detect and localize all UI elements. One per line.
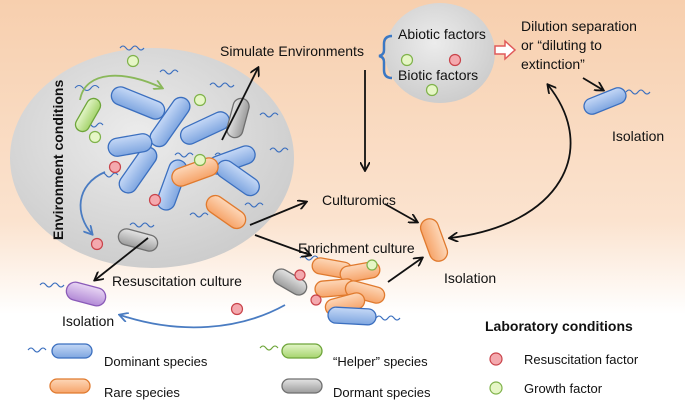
isolation-left-label: Isolation [62,313,115,329]
arrow-dilution-to-isolation [582,77,603,90]
isolation-mid-bacterium [419,218,449,262]
isolation-top-bacterium [583,87,651,115]
arrow-culturomics-to-isolation [384,203,417,222]
abiotic-factors-label: Abiotic factors [398,26,486,42]
biotic-growth-factor [425,83,439,97]
arrow-enrichment-to-isolation [387,258,422,283]
dilution-line1: Dilution separation [521,18,637,34]
legend-dominant-label: Dominant species [104,354,208,369]
rare-species-icon [49,378,91,394]
arrow-env-to-isolation-left [95,237,149,280]
dilution-line2: or “diluting to [521,37,602,53]
legend-resuscitation-label: Resuscitation factor [524,352,639,367]
dominant-species-icon [27,343,93,359]
red-outline-arrow [494,39,517,61]
isolation-left-bacterium [39,281,107,307]
isolation-top-label: Isolation [612,128,665,144]
blue-arrow-to-isolation [120,304,286,329]
growth-factor-icon [489,381,503,395]
culturomics-label: Culturomics [322,192,396,208]
legend-icons [27,343,503,395]
arrow-to-simulate [221,68,258,141]
arrow-to-culturomics [249,202,306,226]
isolation-mid-label: Isolation [444,270,497,286]
factors-brace [378,34,393,80]
enrichment-culture-label: Enrichment culture [298,240,415,256]
dilution-line3: extinction” [521,56,585,72]
legend-growth-label: Growth factor [524,381,603,396]
factors-ellipse [385,3,495,103]
blue-arrow-inside [79,171,106,234]
abiotic-resuscitation-factor [448,53,462,67]
laboratory-conditions-label: Laboratory conditions [485,318,633,334]
enrichment-cluster [230,255,401,326]
dormant-species-icon [281,378,323,394]
arrow-dilution-isolation-double [450,85,572,238]
green-arrow-inside [79,74,162,101]
arrow-to-enrichment [254,234,310,255]
abiotic-growth-factor [400,53,414,67]
environment-conditions-label: Environment conditions [50,79,66,240]
helper-species-icon [259,343,323,359]
legend-dormant-label: Dormant species [333,385,431,400]
biotic-factors-label: Biotic factors [398,67,479,83]
legend-rare-label: Rare species [104,385,180,400]
environment-bacteria [74,45,289,252]
resuscitation-culture-label: Resuscitation culture [112,273,242,289]
resuscitation-factor-icon [489,352,503,366]
simulate-environments-label: Simulate Environments [220,43,364,59]
legend-helper-label: “Helper” species [333,354,428,369]
